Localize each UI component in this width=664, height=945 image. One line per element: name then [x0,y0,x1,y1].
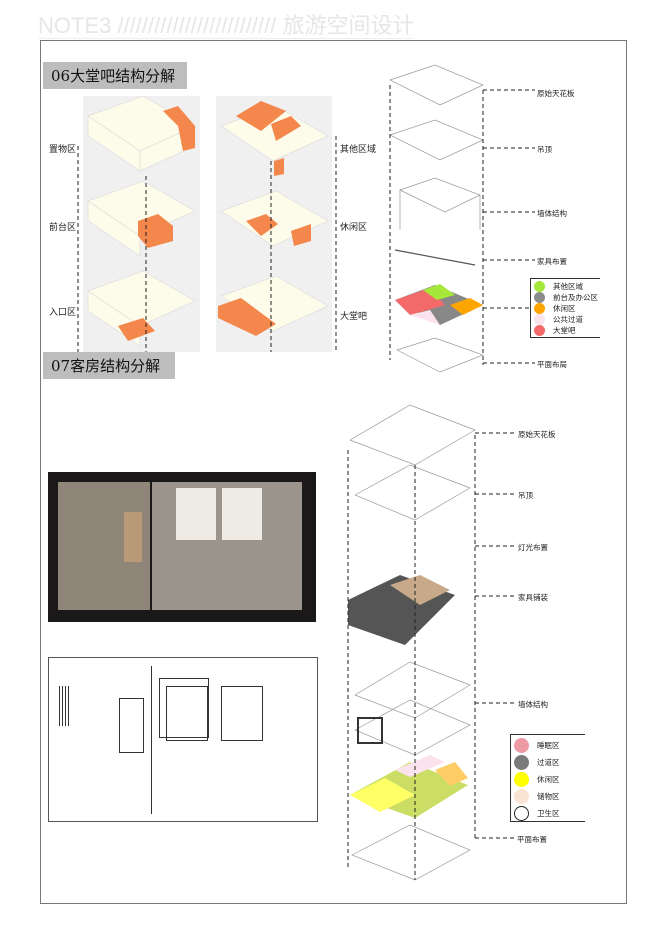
legend-item: 前台及办公区 [534,292,600,303]
room-label-floorplan: 平面布置 [517,835,547,844]
section-title-lobby: 06大堂吧结构分解 [43,62,187,89]
page-frame [40,40,627,904]
legend-item: 公共过道 [534,314,600,325]
legend-item: 睡眠区 [514,737,585,754]
swatch-icon [534,303,545,314]
legend-item: 休闲区 [514,771,585,788]
swatch-icon [534,325,545,336]
legend-item: 休闲区 [534,303,600,314]
room-label-furniture: 家具铺装 [518,593,548,602]
label-lobby-bar: 大堂吧 [340,312,368,322]
room-label-lighting: 灯光布置 [518,543,548,552]
section-title-room: 07客房结构分解 [43,352,175,379]
label-other-area: 其他区域 [340,145,377,155]
room-label-suspended-ceiling: 吊顶 [518,491,533,500]
swatch-icon [514,772,529,787]
lobby-left-iso [77,95,196,352]
room-legend: 睡眠区 过道区 休闲区 储物区 卫生区 [510,734,585,822]
lobby-right-iso [218,101,337,352]
label-entrance-area: 入口区 [49,308,77,318]
legend-item: 卫生区 [514,805,585,822]
lobby-label-floorplan: 平面布局 [537,360,567,369]
swatch-icon [514,806,529,821]
room-label-walls: 墙体结构 [518,700,548,709]
swatch-icon [514,789,529,804]
room-exploded-stack [347,404,515,881]
legend-item: 其他区域 [534,281,600,292]
lobby-label-walls: 墙体结构 [537,209,567,218]
room-label-ceiling: 原始天花板 [518,430,556,439]
lobby-left-diagram [77,95,200,352]
swatch-icon [534,314,545,325]
legend-item: 储物区 [514,788,585,805]
lobby-right-diagram [216,96,337,352]
header-divider [38,38,413,39]
label-storage-area: 置物区 [49,145,77,155]
swatch-icon [514,755,529,770]
label-reception-area: 前台区 [49,223,77,233]
lobby-exploded-stack [389,64,535,373]
page-header: NOTE3 ////////////////////////// 旅游空间设计 [38,13,415,38]
swatch-icon [514,738,529,753]
label-lounge-area: 休闲区 [340,223,368,233]
lobby-legend: 其他区域 前台及办公区 休闲区 公共过道 大堂吧 [530,278,600,338]
room-floor-plan [48,657,318,822]
swatch-icon [534,281,545,292]
lobby-label-furniture: 家具布置 [537,257,567,266]
swatch-icon [534,292,545,303]
lobby-label-suspended-ceiling: 吊顶 [537,145,552,154]
legend-item: 过道区 [514,754,585,771]
legend-item: 大堂吧 [534,325,600,336]
lobby-label-ceiling: 原始天花板 [537,89,575,98]
room-render-image [48,472,316,622]
